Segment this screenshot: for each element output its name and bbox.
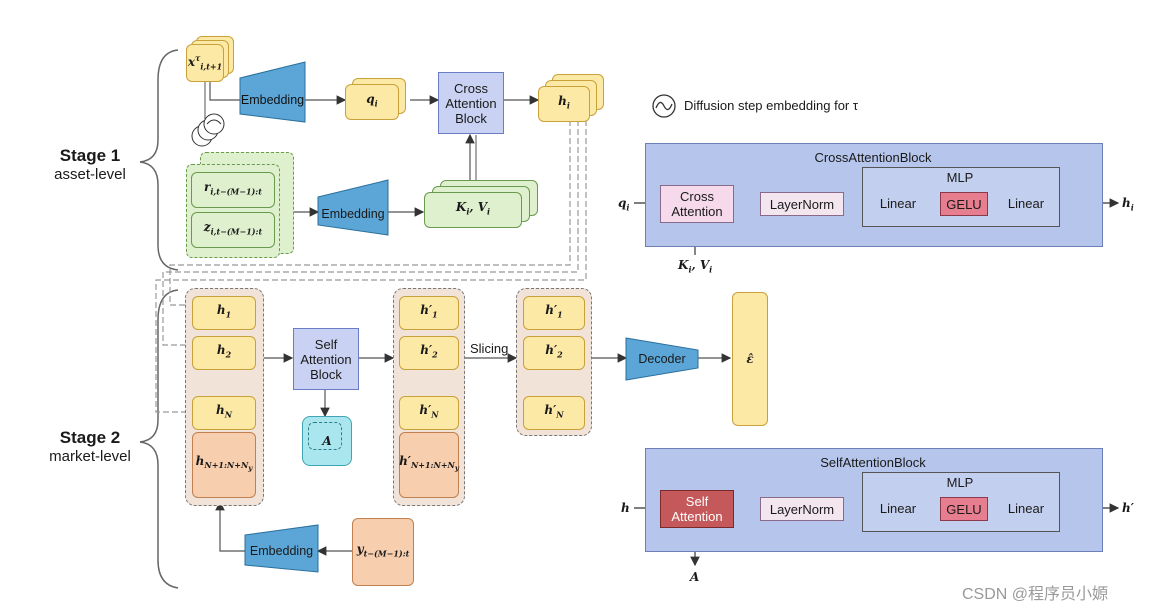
group2-h1: h′1 (399, 296, 459, 330)
self-linear1-label: Linear (879, 500, 917, 516)
slicing-label: Slicing (470, 341, 509, 356)
self-attention-block: Self Attention Block (293, 328, 359, 390)
cross-mlp-label: MLP (946, 170, 974, 185)
legend-text: Diffusion step embedding for τ (684, 98, 858, 113)
cross-output-label: hi (1122, 196, 1134, 213)
self-mlp-box (862, 472, 1060, 532)
stage2-title: Stage 2 (59, 428, 121, 447)
cross-linear2-label: Linear (1007, 195, 1045, 211)
group2-hN: h′N (399, 396, 459, 430)
group3-h2: h′2 (523, 336, 585, 370)
stage2-subtitle: market-level (49, 448, 131, 465)
group1-hy: hN+1:N+Ny (192, 432, 256, 498)
self-panel-title: SelfAttentionBlock (820, 455, 926, 470)
embedding-bottom-shape (244, 524, 319, 573)
group3-h1: h′1 (523, 296, 585, 330)
self-linear2-label: Linear (1007, 500, 1045, 516)
decoder-label: Decoder (638, 351, 686, 366)
self-gelu-node: GELU (940, 497, 988, 521)
a-inner-dashed (308, 422, 342, 450)
self-layernorm-node: LayerNorm (760, 497, 844, 521)
cross-layernorm-node: LayerNorm (760, 192, 844, 216)
r-input-node: ri,t−(M−1):t (191, 172, 275, 208)
self-attention-node: Self Attention (660, 490, 734, 528)
q-i-node: qi (345, 84, 399, 120)
cross-panel-title: CrossAttentionBlock (814, 150, 932, 165)
diffusion-icon-stack (191, 113, 225, 147)
x-input-node: xτi,t+1 (186, 44, 224, 82)
cross-gelu-node: GELU (940, 192, 988, 216)
cross-attention-block: Cross Attention Block (438, 72, 504, 134)
group2-h2: h′2 (399, 336, 459, 370)
decoder-shape (625, 337, 699, 381)
group1-hN: hN (192, 396, 256, 430)
embedding-top-label: Embedding (240, 92, 305, 107)
group1-h1: h1 (192, 296, 256, 330)
group3-hN: h′N (523, 396, 585, 430)
embedding-mid-label: Embedding (321, 206, 385, 221)
self-a-output-label: A (690, 570, 700, 584)
cross-attention-node: Cross Attention (660, 185, 734, 223)
group2-hy: h′N+1:N+Ny (399, 432, 459, 498)
y-input-node: yt−(M−1):t (352, 518, 414, 586)
kv-node: Ki, Vi (424, 192, 522, 228)
stage1-subtitle: asset-level (54, 166, 126, 183)
cross-input-label: qi (618, 196, 630, 213)
embedding-mid-shape (317, 179, 389, 236)
self-output-label: h′ (1122, 501, 1134, 515)
group1-h2: h2 (192, 336, 256, 370)
h-i-node: hi (538, 86, 590, 122)
embedding-top-shape (239, 61, 306, 123)
stage1-title: Stage 1 (59, 146, 121, 165)
self-mlp-label: MLP (946, 475, 974, 490)
watermark: CSDN @程序员小嫄 (962, 586, 1109, 603)
cross-kv-label: Ki, Vi (678, 258, 713, 275)
self-input-label: h (621, 501, 630, 515)
cross-linear1-label: Linear (879, 195, 917, 211)
eps-node: ε̂ (732, 292, 768, 426)
z-input-node: zi,t−(M−1):t (191, 212, 275, 248)
legend-diffusion-icon (652, 94, 676, 118)
embedding-bottom-label: Embedding (249, 543, 314, 558)
